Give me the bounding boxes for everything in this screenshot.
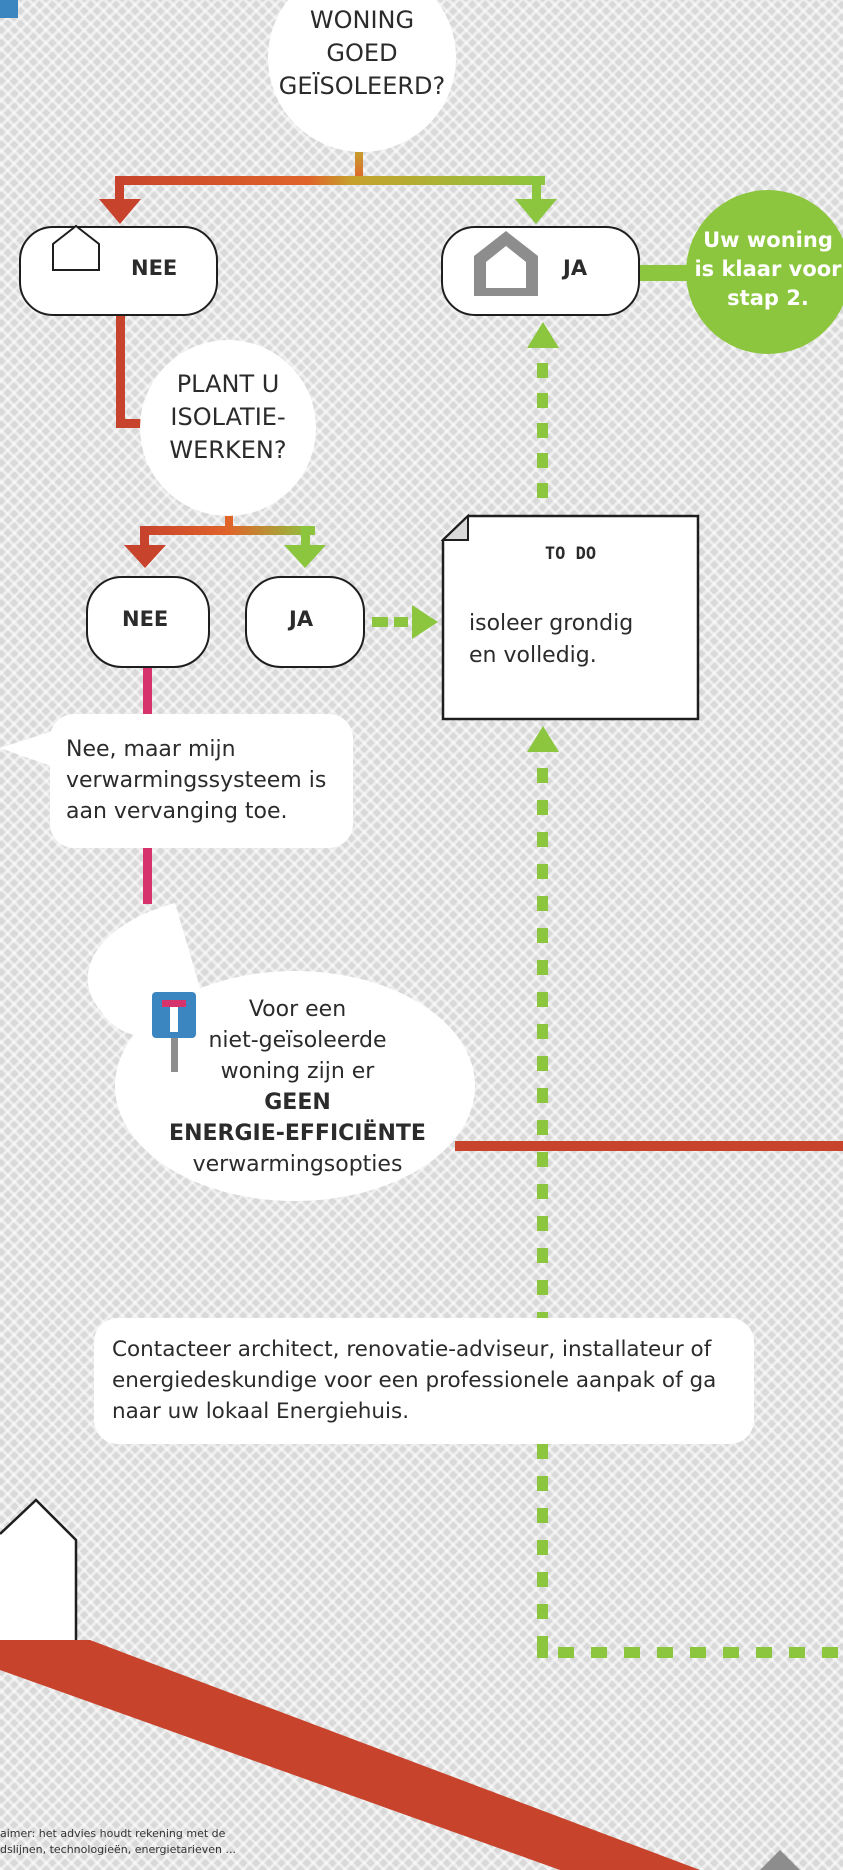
bottom-right-gray-shape: [760, 1850, 800, 1870]
corner-mark: [0, 0, 18, 18]
todo-body: isoleer grondig en volledig.: [469, 611, 634, 668]
disclaimer: aimer: het advies houdt rekening met de …: [0, 1827, 236, 1856]
ready-circle: Uw woning is klaar voor stap 2.: [686, 190, 843, 354]
house-outline-icon-overlay: [52, 224, 538, 296]
connector-contact-todo: [527, 726, 559, 1327]
todo-card: TO DO isoleer grondig en volledig.: [443, 516, 698, 719]
heating-bubble: Nee, maar mijn verwarmingssysteem is aan…: [50, 714, 353, 848]
connector-todo-ja: [527, 322, 559, 498]
warning-text: Voor een niet-geïsoleerde woning zijn er…: [169, 997, 426, 1177]
node-nee-mid[interactable]: NEE: [86, 576, 210, 668]
connector-warning-right: [455, 1141, 843, 1151]
start-question: WONING GOED GEÏSOLEERD?: [278, 6, 446, 100]
connector-ja-ready: [637, 265, 697, 281]
connector-bottom-dashed: [537, 1444, 838, 1658]
connector-top-split: [99, 150, 557, 224]
bottom-red-stripe: [0, 1640, 700, 1870]
plan-question-circle: [140, 340, 316, 516]
bubble-tail-heating: [0, 728, 62, 770]
node-ja-mid[interactable]: JA: [245, 576, 365, 668]
connector-mid-split: [124, 510, 326, 568]
todo-title: TO DO: [544, 544, 597, 564]
contact-box: Contacteer architect, renovatie-adviseur…: [94, 1318, 754, 1444]
dead-end-sign-icon: [152, 992, 196, 1072]
start-question-circle: [268, 0, 456, 152]
connector-nee-pink: [143, 666, 152, 904]
warning-bubble-shape: [115, 971, 475, 1201]
document-icon: [440, 513, 700, 721]
connector-ja-todo: [372, 605, 438, 639]
plan-question: PLANT U ISOLATIE- WERKEN?: [169, 370, 287, 464]
